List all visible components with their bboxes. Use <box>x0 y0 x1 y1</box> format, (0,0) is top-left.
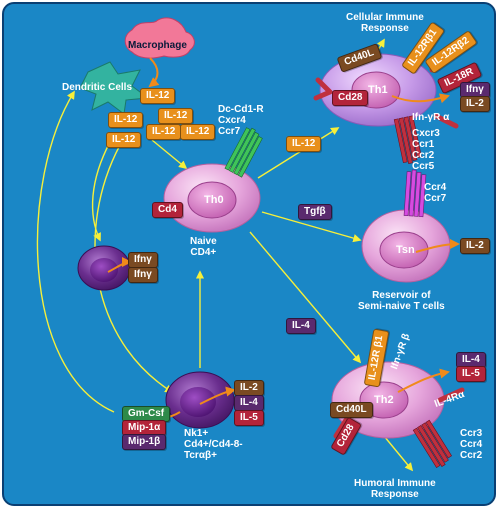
ifng-tag-2: Ifnγ <box>128 267 158 283</box>
arrow-th0-to-tsn <box>261 211 362 243</box>
il12-tag-c: IL-12 <box>158 108 194 124</box>
th1-il2-tag: IL-2 <box>460 96 490 112</box>
tsn-secretion-arrow <box>415 239 460 253</box>
nk1-nucleus <box>180 387 216 417</box>
nk1-label: Nk1+ Cd4+/Cd4-8- Tcrαβ+ <box>184 428 243 461</box>
th2-il4ra-receptor <box>437 387 465 403</box>
mip1b-tag: Mip-1β <box>122 434 167 450</box>
tsn-receptors-label: Ccr4 Ccr7 <box>424 182 447 204</box>
th1-receptor <box>393 115 422 164</box>
nk1-secretion-arrow <box>199 386 236 405</box>
arrow-nk-to-dc <box>36 90 115 413</box>
tsn-receptor <box>403 169 427 218</box>
th0-nucleus <box>187 181 237 219</box>
nk-il5-tag: IL-5 <box>234 410 264 426</box>
humoral-response-label: Humoral Immune Response <box>354 478 436 500</box>
il4-mid-tag: IL-4 <box>286 318 316 334</box>
th2-cd40l-tag: Cd40L <box>330 402 373 418</box>
th1-label: Th1 <box>368 84 388 96</box>
cd4-tag: Cd4 <box>152 202 183 218</box>
th2-receptors-label: Ccr3 Ccr4 Ccr2 <box>460 428 483 461</box>
naive-label: Naive CD4+ <box>190 236 217 258</box>
th0-label: Th0 <box>204 194 224 206</box>
th1-ifngr-receptor <box>433 113 459 129</box>
dendritic-label: Dendritic Cells <box>62 82 133 93</box>
th2-secretion-arrow <box>397 368 450 393</box>
nk-il2-tag: IL-2 <box>234 380 264 396</box>
th1-cd28-receptor <box>313 77 333 101</box>
mip1a-tag: Mip-1α <box>122 420 167 436</box>
tsn-label: Tsn <box>396 244 415 256</box>
ifng-tag-1: Ifnγ <box>128 252 158 268</box>
arrow-th2-to-humoral <box>383 435 414 472</box>
reservoir-label: Reservoir of Semi-naive T cells <box>358 290 445 312</box>
il12-tag-d: IL-12 <box>106 132 142 148</box>
tsn-nucleus <box>379 231 429 269</box>
cellular-response-label: Cellular Immune Response <box>346 12 424 34</box>
th2-label: Th2 <box>374 394 394 406</box>
dendritic-cell <box>79 61 150 115</box>
arrow-th0-to-th1 <box>257 127 340 179</box>
ifng-nucleus <box>90 258 118 282</box>
dc-markers-label: Dc-Cd1-R Cxcr4 Ccr7 <box>218 104 264 137</box>
arrow-il12-to-th0 <box>151 139 188 170</box>
arrow-th0-to-th2 <box>249 231 362 364</box>
macrophage-il12-arrow <box>148 57 160 88</box>
il12-tag-b: IL-12 <box>108 112 144 128</box>
macrophage-label: Macrophage <box>128 40 187 51</box>
il12-tag-e: IL-12 <box>146 124 182 140</box>
il12-tag-a: IL-12 <box>140 88 176 104</box>
arrow-dc-to-ifng-cell <box>91 141 111 242</box>
tsn-il2-tag: IL-2 <box>460 238 490 254</box>
th0-receptor <box>224 127 263 178</box>
macrophage-cell <box>124 17 195 59</box>
tgfb-tag: Tgfβ <box>298 204 332 220</box>
th2-receptor <box>412 419 452 468</box>
th2-il5-tag: IL-5 <box>456 366 486 382</box>
il12-tag-f: IL-12 <box>180 124 216 140</box>
th1-ifngra-label: Ifn-γR α <box>412 112 450 123</box>
il12-tag-mid: IL-12 <box>286 136 322 152</box>
th1-receptors-label: Cxcr3 Ccr1 Ccr2 Ccr5 <box>412 128 440 172</box>
nk-il4-tag: IL-4 <box>234 395 264 411</box>
th1-secretion-arrow <box>391 93 450 104</box>
th1-cd28-tag: Cd28 <box>332 90 369 106</box>
